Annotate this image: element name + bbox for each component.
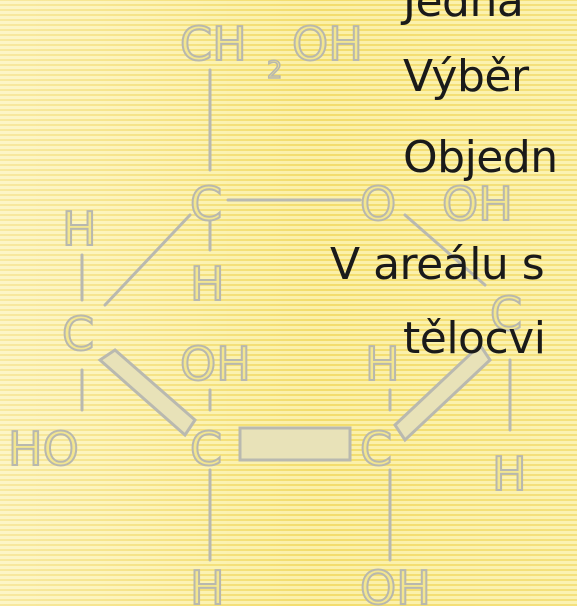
label-oh-bottom: OH [360, 561, 431, 606]
text-line-3: Objedn [403, 132, 558, 183]
label-h-right: H [492, 447, 527, 501]
bond-wedge-bottom [238, 426, 352, 462]
label-ch2oh-sub: 2 [267, 56, 282, 84]
label-ch2oh: CH [180, 17, 247, 71]
bond-c-c-left [103, 213, 192, 307]
label-c-bottom-left: C [190, 422, 222, 476]
label-h-left-top: H [62, 202, 97, 256]
text-line-2: Výběr [403, 51, 529, 102]
bond-wedge-left [97, 348, 197, 438]
label-h-under-c-top: H [190, 257, 225, 311]
label-ch2oh-oh: OH [292, 17, 363, 71]
label-h-bottom: H [190, 561, 225, 606]
bond-o-c-right [403, 213, 487, 287]
label-ho-left: HO [8, 422, 79, 476]
label-h-mid-right: H [365, 337, 400, 391]
label-c-top: C [190, 177, 222, 231]
label-c-right: C [490, 287, 522, 341]
text-line-1: Jedná [403, 0, 524, 27]
text-line-4: V areálu s [330, 239, 545, 290]
bond-wedge-right [393, 342, 492, 443]
label-c-bottom-right: C [360, 422, 392, 476]
text-line-5: tělocvi [403, 313, 546, 364]
label-oh-mid: OH [180, 337, 251, 391]
label-c-left: C [62, 307, 94, 361]
label-o-ring: O [360, 177, 396, 231]
label-oh-right-top: OH [442, 177, 513, 231]
